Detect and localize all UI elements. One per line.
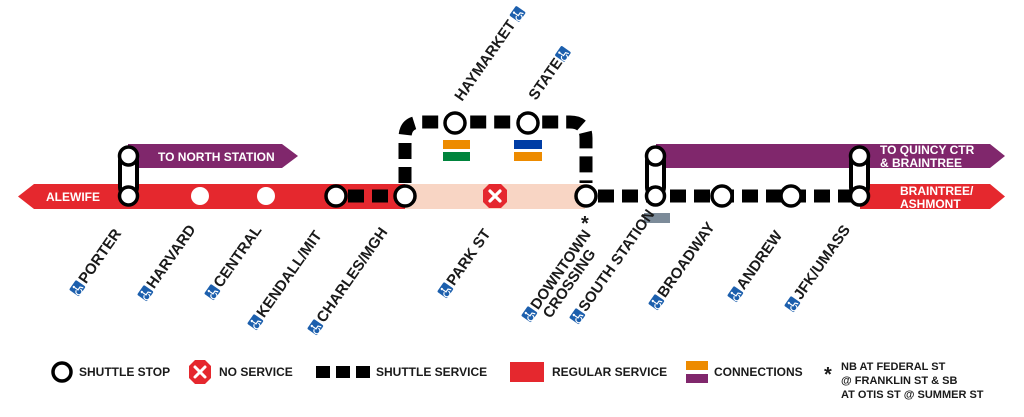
state-label: STATE — [525, 55, 566, 103]
jfk-upper-stop — [848, 145, 871, 167]
to-quincy-label-2: & BRAINTREE — [880, 156, 962, 170]
legend-no-service-label: NO SERVICE — [219, 365, 293, 379]
accessible-icon — [727, 286, 744, 302]
shuttle-route-loop — [398, 115, 593, 183]
haymarket-label-group: HAYMARKET — [451, 6, 526, 104]
park-st-no-service-icon — [483, 184, 507, 208]
porter-label-group: PORTER — [69, 226, 125, 296]
central-label-group: CENTRAL — [204, 222, 265, 300]
alewife-label: ALEWIFE — [46, 190, 100, 204]
park-st-label: PARK ST — [443, 226, 494, 289]
red-arrow-alewife — [18, 184, 405, 209]
park-st-label-group: PARK ST — [437, 226, 494, 298]
harvard-label: HARVARD — [143, 222, 199, 292]
to-quincy-label-1: TO QUINCY CTR — [880, 143, 975, 157]
to-north-station-label: TO NORTH STATION — [158, 150, 275, 164]
purple-arrow-north-station — [128, 144, 298, 168]
south-station-stop — [644, 185, 667, 207]
andrew-label: ANDREW — [733, 227, 786, 293]
state-blue-line-bar — [514, 140, 542, 149]
central-label: CENTRAL — [210, 222, 265, 290]
accessible-icon — [648, 294, 665, 310]
haymarket-orange-line-bar — [443, 140, 470, 149]
accessible-icon — [137, 285, 154, 301]
state-stop — [516, 111, 540, 135]
porter-label: PORTER — [75, 226, 125, 287]
porter-upper-stop — [117, 145, 140, 167]
braintree-label-1: BRAINTREE/ — [900, 184, 974, 198]
legend-connections-orange-swatch — [686, 361, 708, 370]
haymarket-label: HAYMARKET — [451, 17, 519, 104]
legend-connections-label: CONNECTIONS — [714, 365, 803, 379]
haymarket-green-line-bar — [443, 152, 470, 161]
braintree-label-2: ASHMONT — [900, 197, 961, 211]
accessible-icon — [307, 319, 324, 335]
jfk-label-group: JFK/UMASS — [784, 222, 854, 312]
accessible-icon — [569, 308, 586, 324]
accessible-icon — [69, 280, 86, 296]
legend-no-service-icon — [189, 360, 211, 384]
legend-note-line-3: AT OTIS ST @ SUMMER ST — [841, 389, 984, 401]
broadway-stop — [710, 184, 734, 208]
legend-note-asterisk: * — [824, 364, 832, 386]
south-station-upper-stop — [644, 145, 667, 167]
kendall-label: KENDALL/MIT — [253, 228, 325, 321]
accessible-icon — [509, 6, 526, 22]
accessible-icon — [437, 282, 454, 298]
state-orange-line-bar — [514, 152, 542, 161]
red-arrow-braintree — [860, 184, 1005, 209]
andrew-label-group: ANDREW — [727, 227, 787, 302]
downtown-crossing-asterisk: * — [581, 213, 589, 235]
jfk-label: JFK/UMASS — [790, 222, 854, 303]
purple-arrow-quincy — [656, 144, 1005, 168]
legend-note-line-1: NB AT FEDERAL ST — [841, 361, 946, 373]
accessible-icon — [204, 284, 221, 300]
legend-shuttle-service-icon — [316, 366, 370, 378]
legend-shuttle-service-label: SHUTTLE SERVICE — [376, 365, 487, 379]
kendall-stop — [324, 184, 348, 208]
broadway-label-group: BROADWAY — [648, 219, 719, 310]
central-stop — [257, 187, 275, 205]
legend-note-line-2: @ FRANKLIN ST & SB — [841, 375, 958, 387]
legend-shuttle-stop-label: SHUTTLE STOP — [79, 365, 170, 379]
porter-stop — [117, 185, 140, 207]
charles-stop — [393, 184, 417, 208]
legend-shuttle-stop-icon — [51, 361, 73, 383]
legend-connections-purple-swatch — [686, 374, 708, 383]
charles-label: CHARLES/MGH — [313, 225, 391, 326]
harvard-label-group: HARVARD — [137, 222, 200, 301]
harvard-stop — [191, 187, 209, 205]
accessible-icon — [784, 296, 801, 312]
downtown-crossing-stop — [574, 184, 598, 208]
accessible-icon — [555, 46, 571, 62]
accessible-icon — [521, 306, 538, 322]
andrew-stop — [779, 184, 803, 208]
broadway-label: BROADWAY — [654, 219, 718, 301]
legend-regular-service-swatch — [510, 362, 544, 382]
accessible-icon — [247, 314, 264, 330]
haymarket-stop — [443, 111, 467, 135]
legend-regular-service-label: REGULAR SERVICE — [552, 365, 667, 379]
state-label-group: STATE — [525, 46, 571, 103]
jfk-stop — [848, 185, 871, 207]
south-station-commuter-rail-bar — [644, 213, 670, 223]
